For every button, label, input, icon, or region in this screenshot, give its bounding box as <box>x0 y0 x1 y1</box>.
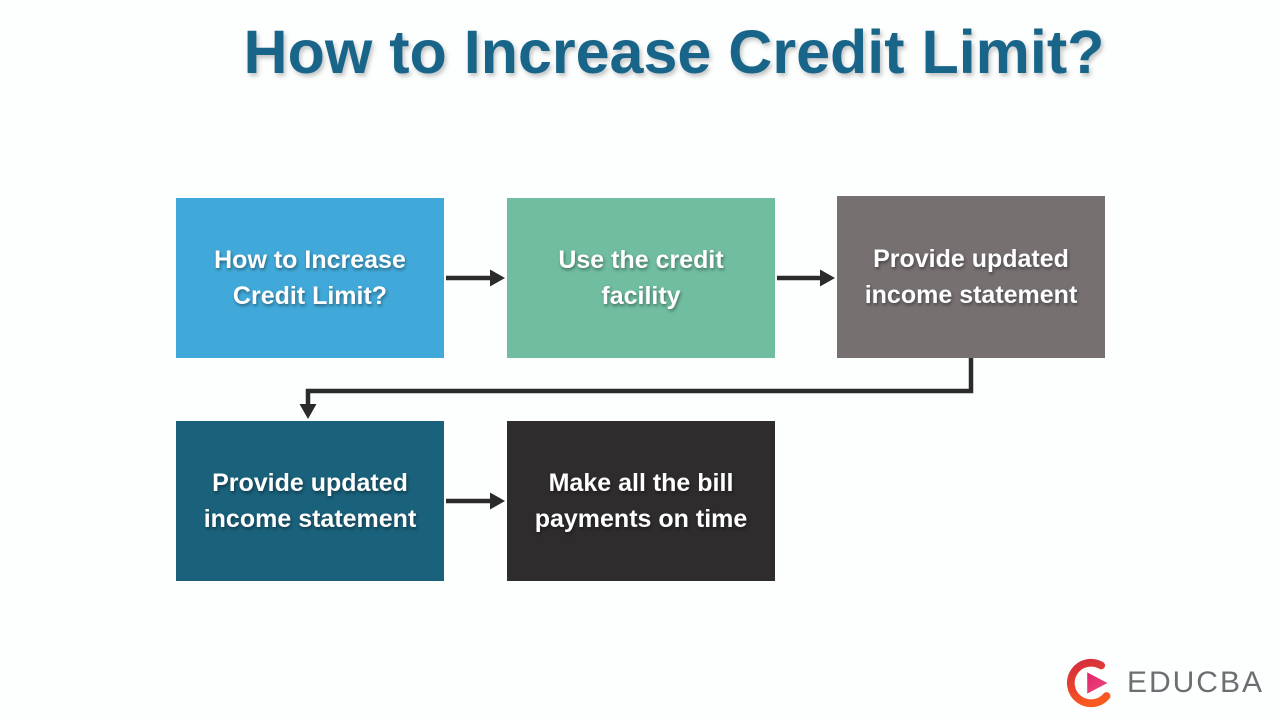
flow-box-step-3: Provide updated income statement <box>837 196 1105 358</box>
flow-box-step-2-label: Use the credit facility <box>558 246 724 310</box>
flow-box-step-3-label: Provide updated income statement <box>864 245 1078 309</box>
arrow-right-icon-step2-step3 <box>777 269 835 287</box>
flow-box-step-2: Use the credit facility <box>507 198 775 358</box>
arrow-right-icon-step4-step5 <box>446 492 505 510</box>
arrow-right-icon-step1-step2 <box>446 269 505 287</box>
flow-box-step-1: How to Increase Credit Limit? <box>176 198 444 358</box>
educba-logo: EDUCBA <box>1066 654 1264 712</box>
flow-box-step-5: Make all the bill payments on time <box>507 421 775 581</box>
elbow-arrow-down-icon-step3-step4 <box>299 358 974 419</box>
page-title: How to Increase Credit Limit? <box>243 18 1105 86</box>
flow-box-step-4-label: Provide updated income statement <box>203 469 417 533</box>
flow-box-step-5-label: Make all the bill payments on time <box>534 469 748 533</box>
flow-box-step-4: Provide updated income statement <box>176 421 444 581</box>
educba-logo-mark-icon <box>1067 658 1111 708</box>
educba-logo-text: EDUCBA <box>1126 666 1264 699</box>
flow-box-step-1-label: How to Increase Credit Limit? <box>214 246 406 310</box>
